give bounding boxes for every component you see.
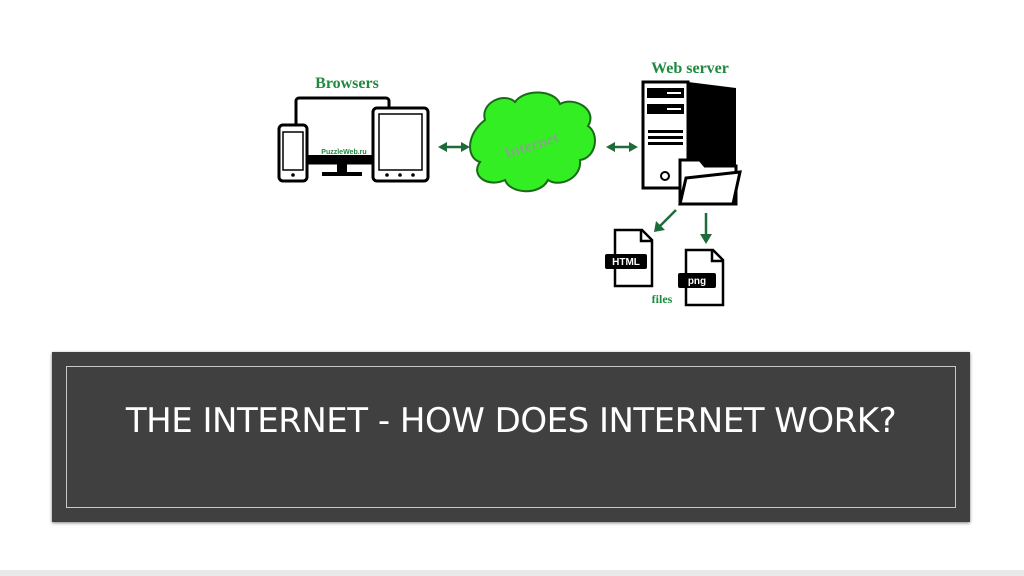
tablet-icon (371, 106, 430, 183)
html-file-icon: HTML (605, 228, 654, 288)
web-server-label: Web server (651, 60, 729, 77)
arrow-down-icon (700, 213, 712, 244)
slide-title: THE INTERNET - HOW DOES INTERNET WORK? (125, 401, 897, 441)
double-arrow-icon (606, 142, 638, 152)
title-frame: THE INTERNET - HOW DOES INTERNET WORK? (66, 366, 956, 508)
internet-diagram: Browsers PuzzleWeb.ru Internet (277, 60, 742, 307)
footer-bar (0, 570, 1024, 576)
double-arrow-icon (438, 142, 470, 152)
files-label: files (652, 292, 673, 306)
monitor-brand-label: PuzzleWeb.ru (321, 149, 366, 156)
internet-cloud-icon: Internet (469, 91, 596, 193)
png-file-label: png (688, 276, 706, 287)
png-file-icon: png (678, 248, 725, 307)
html-file-label: HTML (612, 257, 640, 268)
browsers-label: Browsers (315, 75, 379, 92)
phone-icon (277, 123, 309, 183)
arrow-down-icon (654, 209, 677, 232)
folder-icon (678, 158, 742, 206)
title-panel: THE INTERNET - HOW DOES INTERNET WORK? (52, 352, 970, 522)
